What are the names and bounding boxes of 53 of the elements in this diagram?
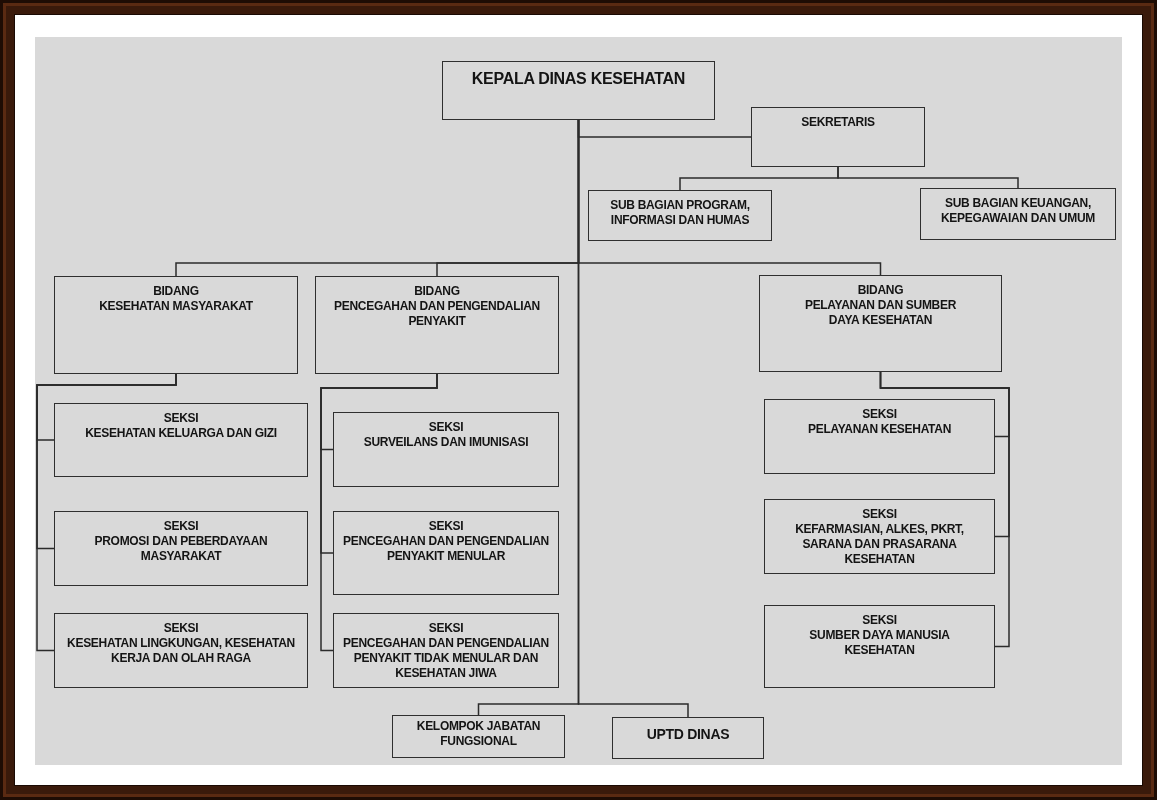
org-unit-box — [333, 613, 559, 688]
unit-name: KESEHATAN MASYARAKAT — [99, 299, 253, 314]
unit-name: KESEHATAN KELUARGA DAN GIZI — [85, 426, 277, 441]
org-unit-box — [54, 276, 298, 374]
unit-type-label: SEKSI — [428, 621, 464, 636]
org-unit-box — [54, 511, 308, 586]
unit-name: UPTD DINAS — [646, 725, 730, 743]
unit-type-label: SEKSI — [862, 407, 897, 422]
org-unit-box — [442, 61, 715, 120]
connector-line — [577, 119, 689, 718]
unit-type-label: BIDANG — [857, 283, 904, 298]
unit-name: KEFARMASIAN, ALKES, PKRT, SARANA DAN PRASARANA KESEHATAN — [794, 522, 965, 567]
unit-name: SURVEILANS DAN IMUNISASI — [363, 435, 529, 450]
org-unit-box — [764, 605, 995, 688]
org-unit-box — [392, 715, 565, 758]
unit-type-label: SEKSI — [428, 420, 464, 435]
org-unit-box — [54, 613, 308, 688]
unit-name: SUB BAGIAN PROGRAM, INFORMASI DAN HUMAS — [609, 198, 751, 228]
connector-line — [879, 371, 1010, 648]
org-unit-box — [612, 717, 764, 759]
unit-name: PENCEGAHAN DAN PENGENDALIAN PENYAKIT TIDAK MENULAR DAN KESEHATAN JIWA — [342, 636, 550, 681]
unit-name: PENCEGAHAN DAN PENGENDALIAN PENYAKIT MENULAR — [342, 534, 550, 564]
unit-type-label: SEKSI — [163, 411, 199, 426]
unit-type-label: SEKSI — [163, 519, 199, 534]
org-unit-box — [751, 107, 925, 167]
connector-line — [36, 373, 177, 652]
unit-type-label: SEKSI — [862, 613, 897, 628]
org-unit-box — [315, 276, 559, 374]
unit-name: SUMBER DAYA MANUSIA KESEHATAN — [808, 628, 951, 658]
connector-line — [837, 166, 1019, 189]
unit-name: PELAYANAN DAN SUMBER DAYA KESEHATAN — [803, 298, 958, 328]
org-unit-box — [588, 190, 772, 241]
unit-type-label: BIDANG — [414, 284, 460, 299]
org-unit-box — [333, 511, 559, 595]
org-unit-box — [54, 403, 308, 477]
unit-name: PROMOSI DAN PEBERDAYAAN MASYARAKAT — [93, 534, 269, 564]
unit-type-label: BIDANG — [153, 284, 199, 299]
unit-name: PENCEGAHAN DAN PENGENDALIAN PENYAKIT — [333, 299, 541, 329]
org-unit-box — [764, 499, 995, 574]
unit-name: KELOMPOK JABATAN FUNGSIONAL — [415, 719, 542, 749]
unit-name: SEKRETARIS — [801, 115, 875, 130]
org-unit-box — [920, 188, 1116, 240]
unit-name: KESEHATAN LINGKUNGAN, KESEHATAN KERJA DAN OLAH RAGA — [66, 636, 296, 666]
connector-line — [320, 373, 438, 652]
unit-name: PELAYANAN KESEHATAN — [808, 422, 951, 437]
unit-type-label: SEKSI — [862, 507, 897, 522]
unit-name: SUB BAGIAN KEUANGAN, KEPEGAWAIAN DAN UMUM — [940, 196, 1096, 226]
unit-type-label: SEKSI — [428, 519, 464, 534]
org-unit-box — [333, 412, 559, 487]
unit-name: KEPALA DINAS KESEHATAN — [471, 69, 686, 89]
org-unit-box — [764, 399, 995, 474]
org-unit-box — [759, 275, 1002, 372]
unit-type-label: SEKSI — [163, 621, 199, 636]
